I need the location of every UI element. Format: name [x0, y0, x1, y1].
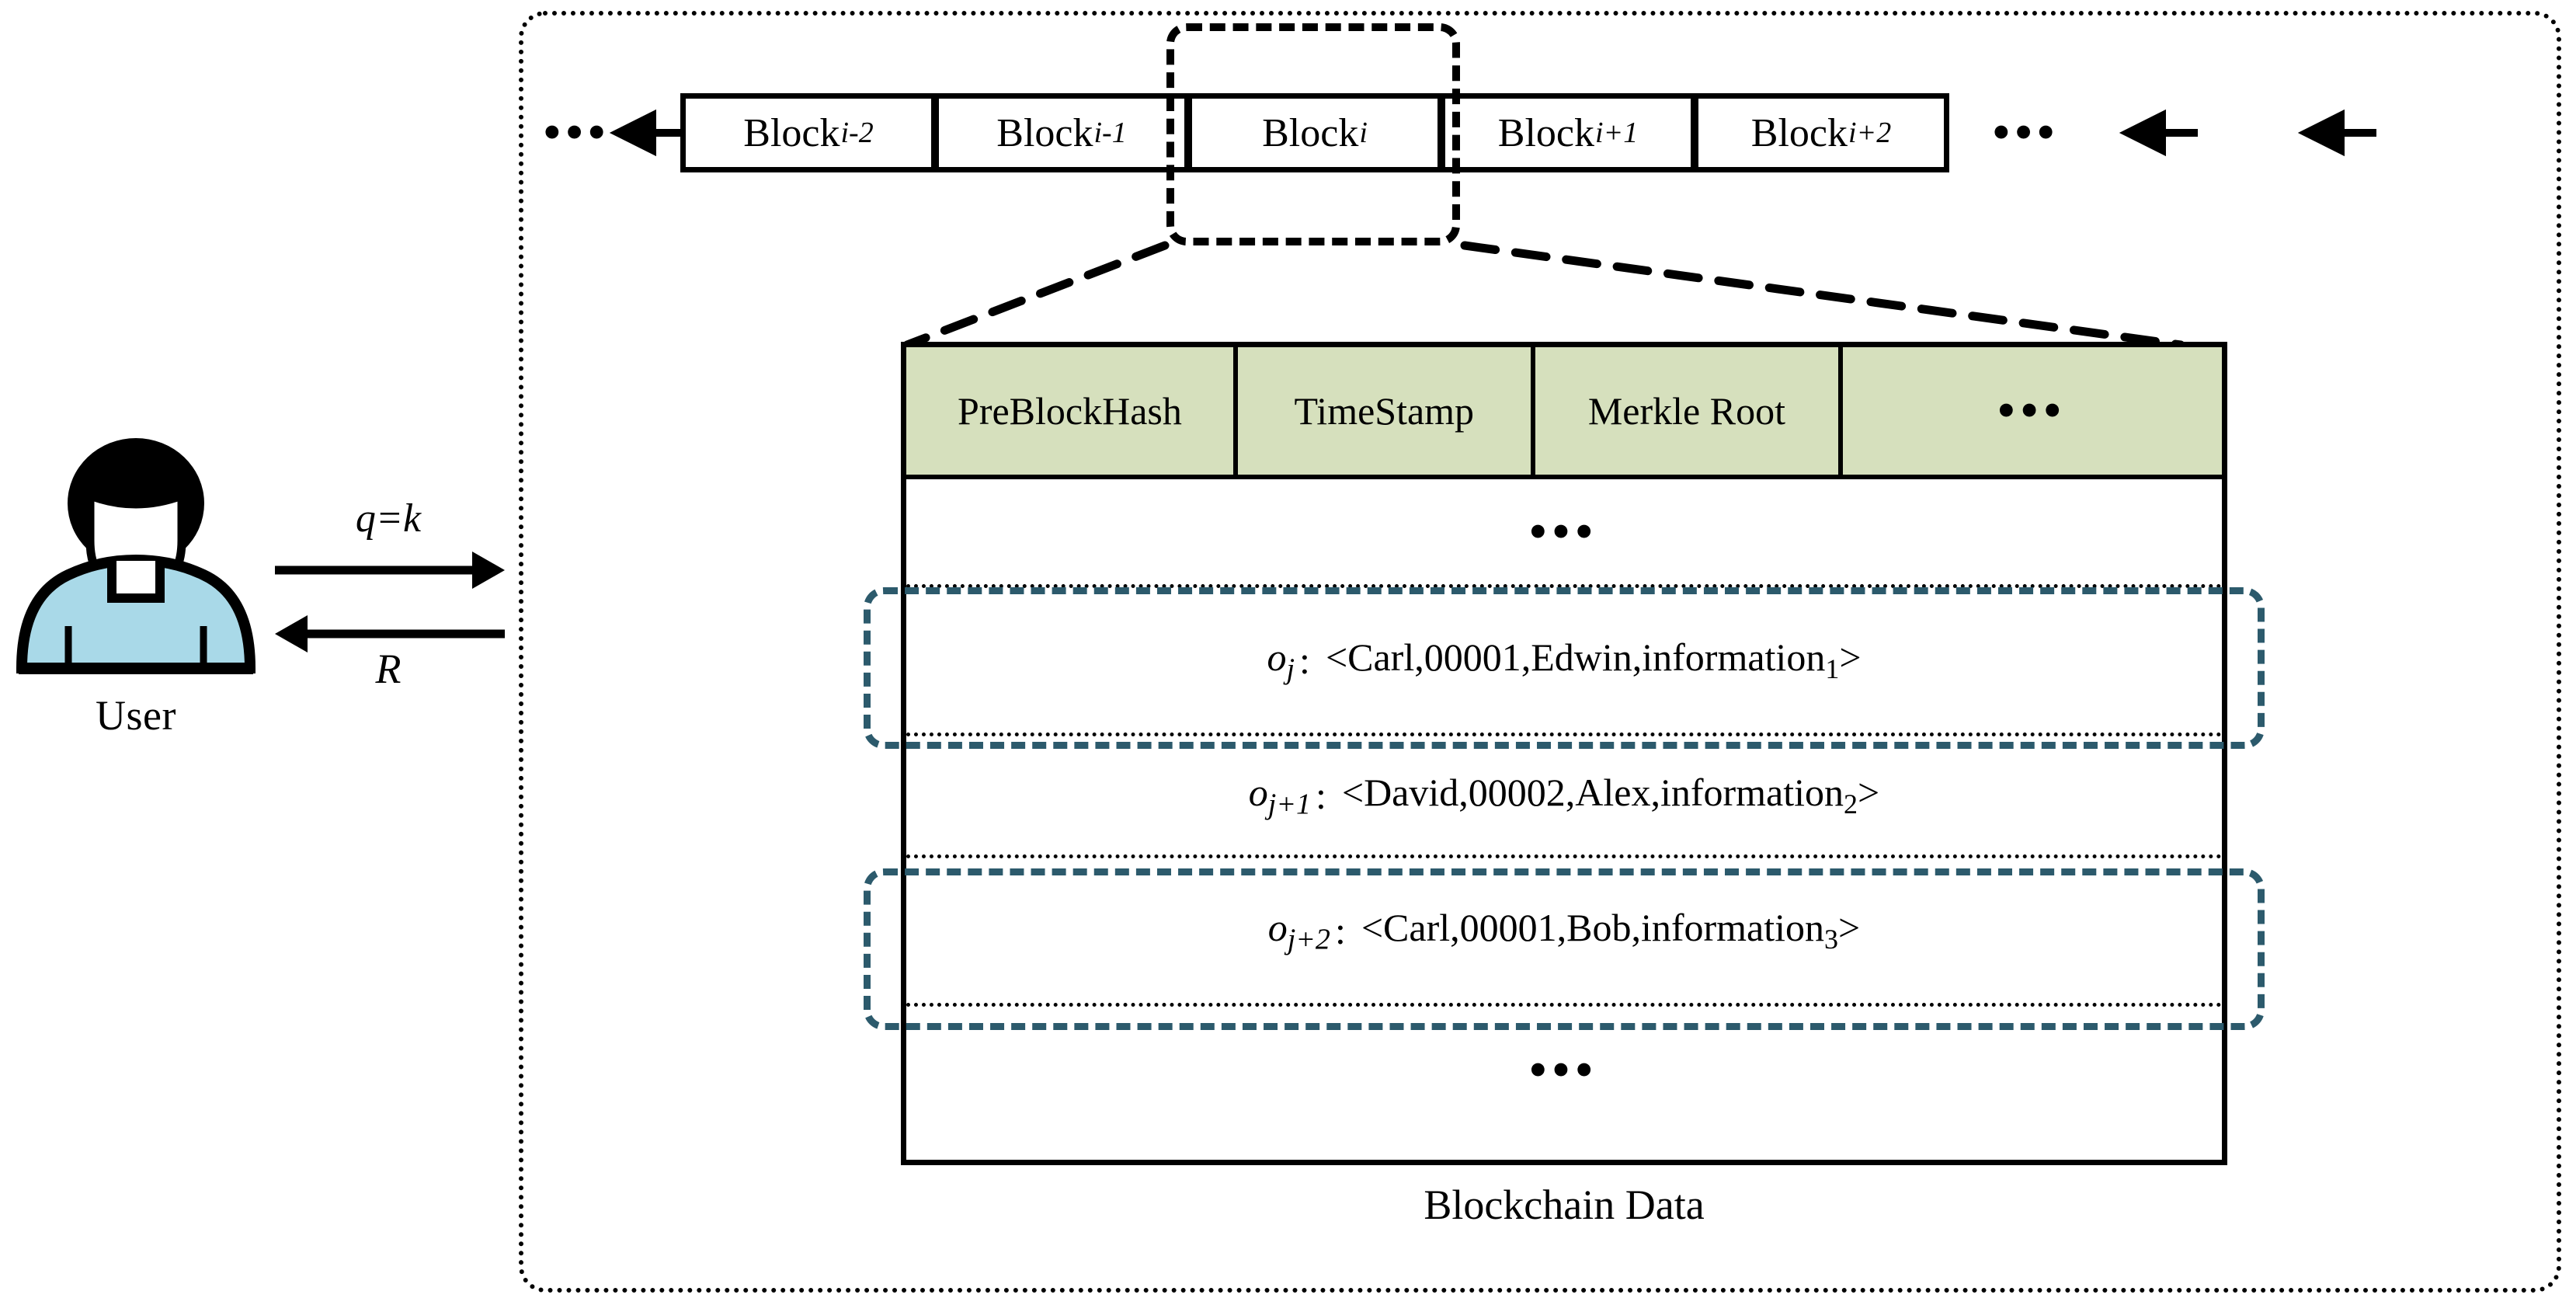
block-detail-table: PreBlockHash TimeStamp Merkle Root ••• •… [901, 342, 2227, 1165]
matched-transaction-highlight-1 [864, 587, 2265, 749]
block-subscript: i-2 [840, 117, 874, 149]
transaction-separator: : [1334, 909, 1346, 952]
arrow-left-icon [275, 615, 308, 652]
message-arrows [275, 552, 505, 652]
transaction-id: oj+2 [1267, 905, 1330, 956]
transaction-record: <Carl,00001,Edwin,information1> [1325, 635, 1862, 685]
header-cell-timestamp: TimeStamp [1237, 347, 1535, 475]
transaction-row-oj[interactable]: oj: <Carl,00001,Edwin,information1> [906, 584, 2222, 736]
blockchain-data-container [519, 11, 2561, 1293]
request-label: q=k [355, 496, 422, 541]
transactions-bottom-ellipsis-row: ••• [906, 1007, 2222, 1160]
transactions-top-ellipsis-row: ••• [906, 479, 2222, 584]
transaction-id: oj+1 [1248, 770, 1311, 821]
matched-transaction-highlight-2 [864, 868, 2265, 1030]
transaction-separator: : [1299, 639, 1310, 682]
transaction-row-oj1[interactable]: oj+1: <David,00002,Alex,information2> [906, 736, 2222, 854]
transaction-record: <Carl,00001,Bob,information3> [1361, 906, 1861, 955]
header-ellipsis: ••• [1997, 385, 2067, 437]
person-avatar-icon [16, 438, 256, 674]
header-cell-more: ••• [1843, 347, 2222, 475]
chain-right-ellipsis: ••• [1993, 106, 2060, 159]
transaction-row-oj2[interactable]: oj+2: <Carl,00001,Bob,information3> [906, 854, 2222, 1007]
block-label: Block [743, 110, 840, 155]
selected-block-highlight [1166, 23, 1460, 245]
response-label: R [375, 646, 402, 692]
transaction-id: oj [1267, 635, 1295, 686]
block-label: Block [1750, 110, 1848, 155]
transaction-separator: : [1315, 774, 1326, 817]
block-subscript: i-1 [1093, 117, 1127, 149]
header-cell-preblockhash: PreBlockHash [906, 347, 1238, 475]
arrow-right-icon [472, 552, 505, 589]
block-header-row: PreBlockHash TimeStamp Merkle Root ••• [906, 347, 2222, 479]
block-label: Block [1497, 110, 1594, 155]
user-actor: User [8, 435, 264, 753]
user-blockchain-messages: q=k R [272, 466, 505, 722]
chain-left-ellipsis: ••• [544, 106, 611, 159]
block-label: Block [1262, 110, 1359, 155]
blockchain-data-caption: Blockchain Data [1424, 1181, 1705, 1228]
block-label: Block [996, 110, 1093, 155]
bottom-ellipsis: ••• [1529, 1043, 1599, 1097]
zoom-connector-lines [902, 241, 2185, 350]
header-cell-merkle-root: Merkle Root [1535, 347, 1844, 475]
block-subscript: i [1359, 117, 1368, 149]
user-label: User [96, 692, 176, 739]
block-subscript: i+2 [1848, 117, 1892, 149]
transaction-record: <David,00002,Alex,information2> [1341, 771, 1880, 820]
block-subscript: i+1 [1595, 117, 1639, 149]
top-ellipsis: ••• [1529, 505, 1599, 559]
